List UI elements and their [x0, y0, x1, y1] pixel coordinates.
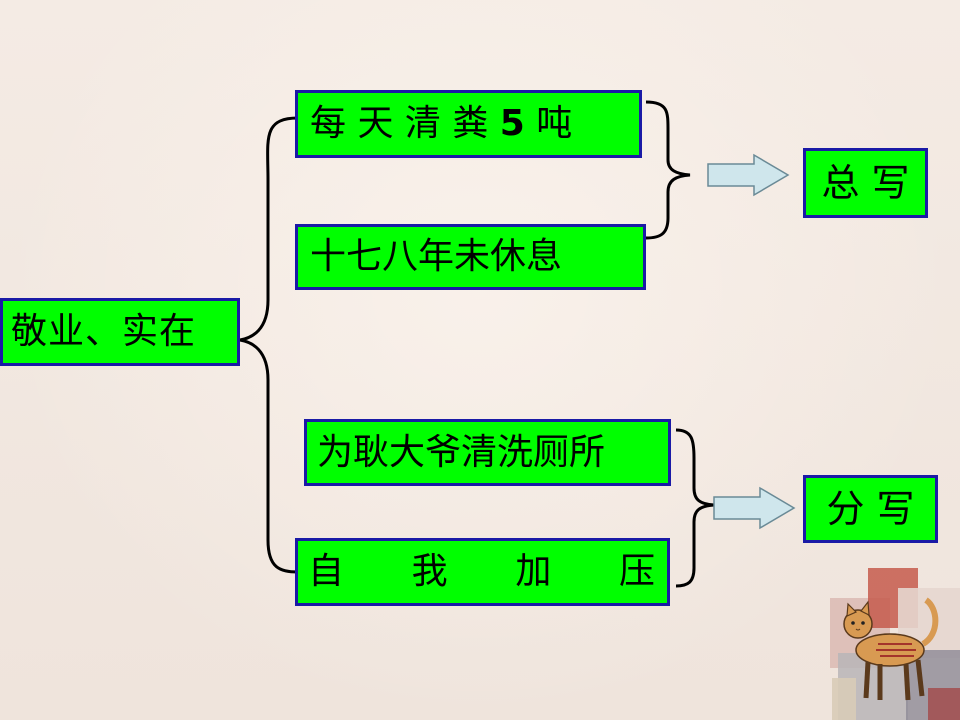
detail-3-text: 为耿大爷清洗厕所: [317, 431, 606, 473]
cat-illustration: [830, 568, 960, 720]
right-arrow-icon: [707, 153, 790, 197]
root-topic-label: 敬业、实在: [11, 311, 197, 352]
detail-2-text: 十七八年未休息: [310, 236, 563, 277]
summary-box-specific: 分 写: [803, 475, 938, 543]
right-arrow-icon: [713, 486, 796, 530]
detail-box-3: 为耿大爷清洗厕所: [304, 419, 671, 486]
detail-4-word-1: 自: [308, 551, 345, 592]
detail-4-word-4: 压: [618, 551, 655, 592]
detail-4-word-2: 我: [411, 551, 448, 592]
detail-1-unit: 吨: [524, 103, 573, 144]
root-topic-box: 敬业、实在: [0, 298, 240, 366]
detail-1-number: 5: [499, 103, 525, 144]
summary-box-general: 总 写: [803, 148, 928, 218]
detail-4-word-3: 加: [515, 551, 552, 592]
summary-specific-label: 分 写: [826, 487, 915, 531]
summary-general-label: 总 写: [821, 161, 910, 205]
main-brace-icon: [239, 116, 299, 574]
detail-box-2: 十七八年未休息: [295, 224, 646, 290]
detail-1-text: 每 天 清 粪: [310, 103, 500, 144]
lower-brace-icon: [675, 428, 715, 588]
detail-box-4: 自 我 加 压: [295, 538, 670, 606]
upper-brace-icon: [645, 100, 691, 240]
detail-box-1: 每 天 清 粪 5 吨: [295, 90, 642, 158]
